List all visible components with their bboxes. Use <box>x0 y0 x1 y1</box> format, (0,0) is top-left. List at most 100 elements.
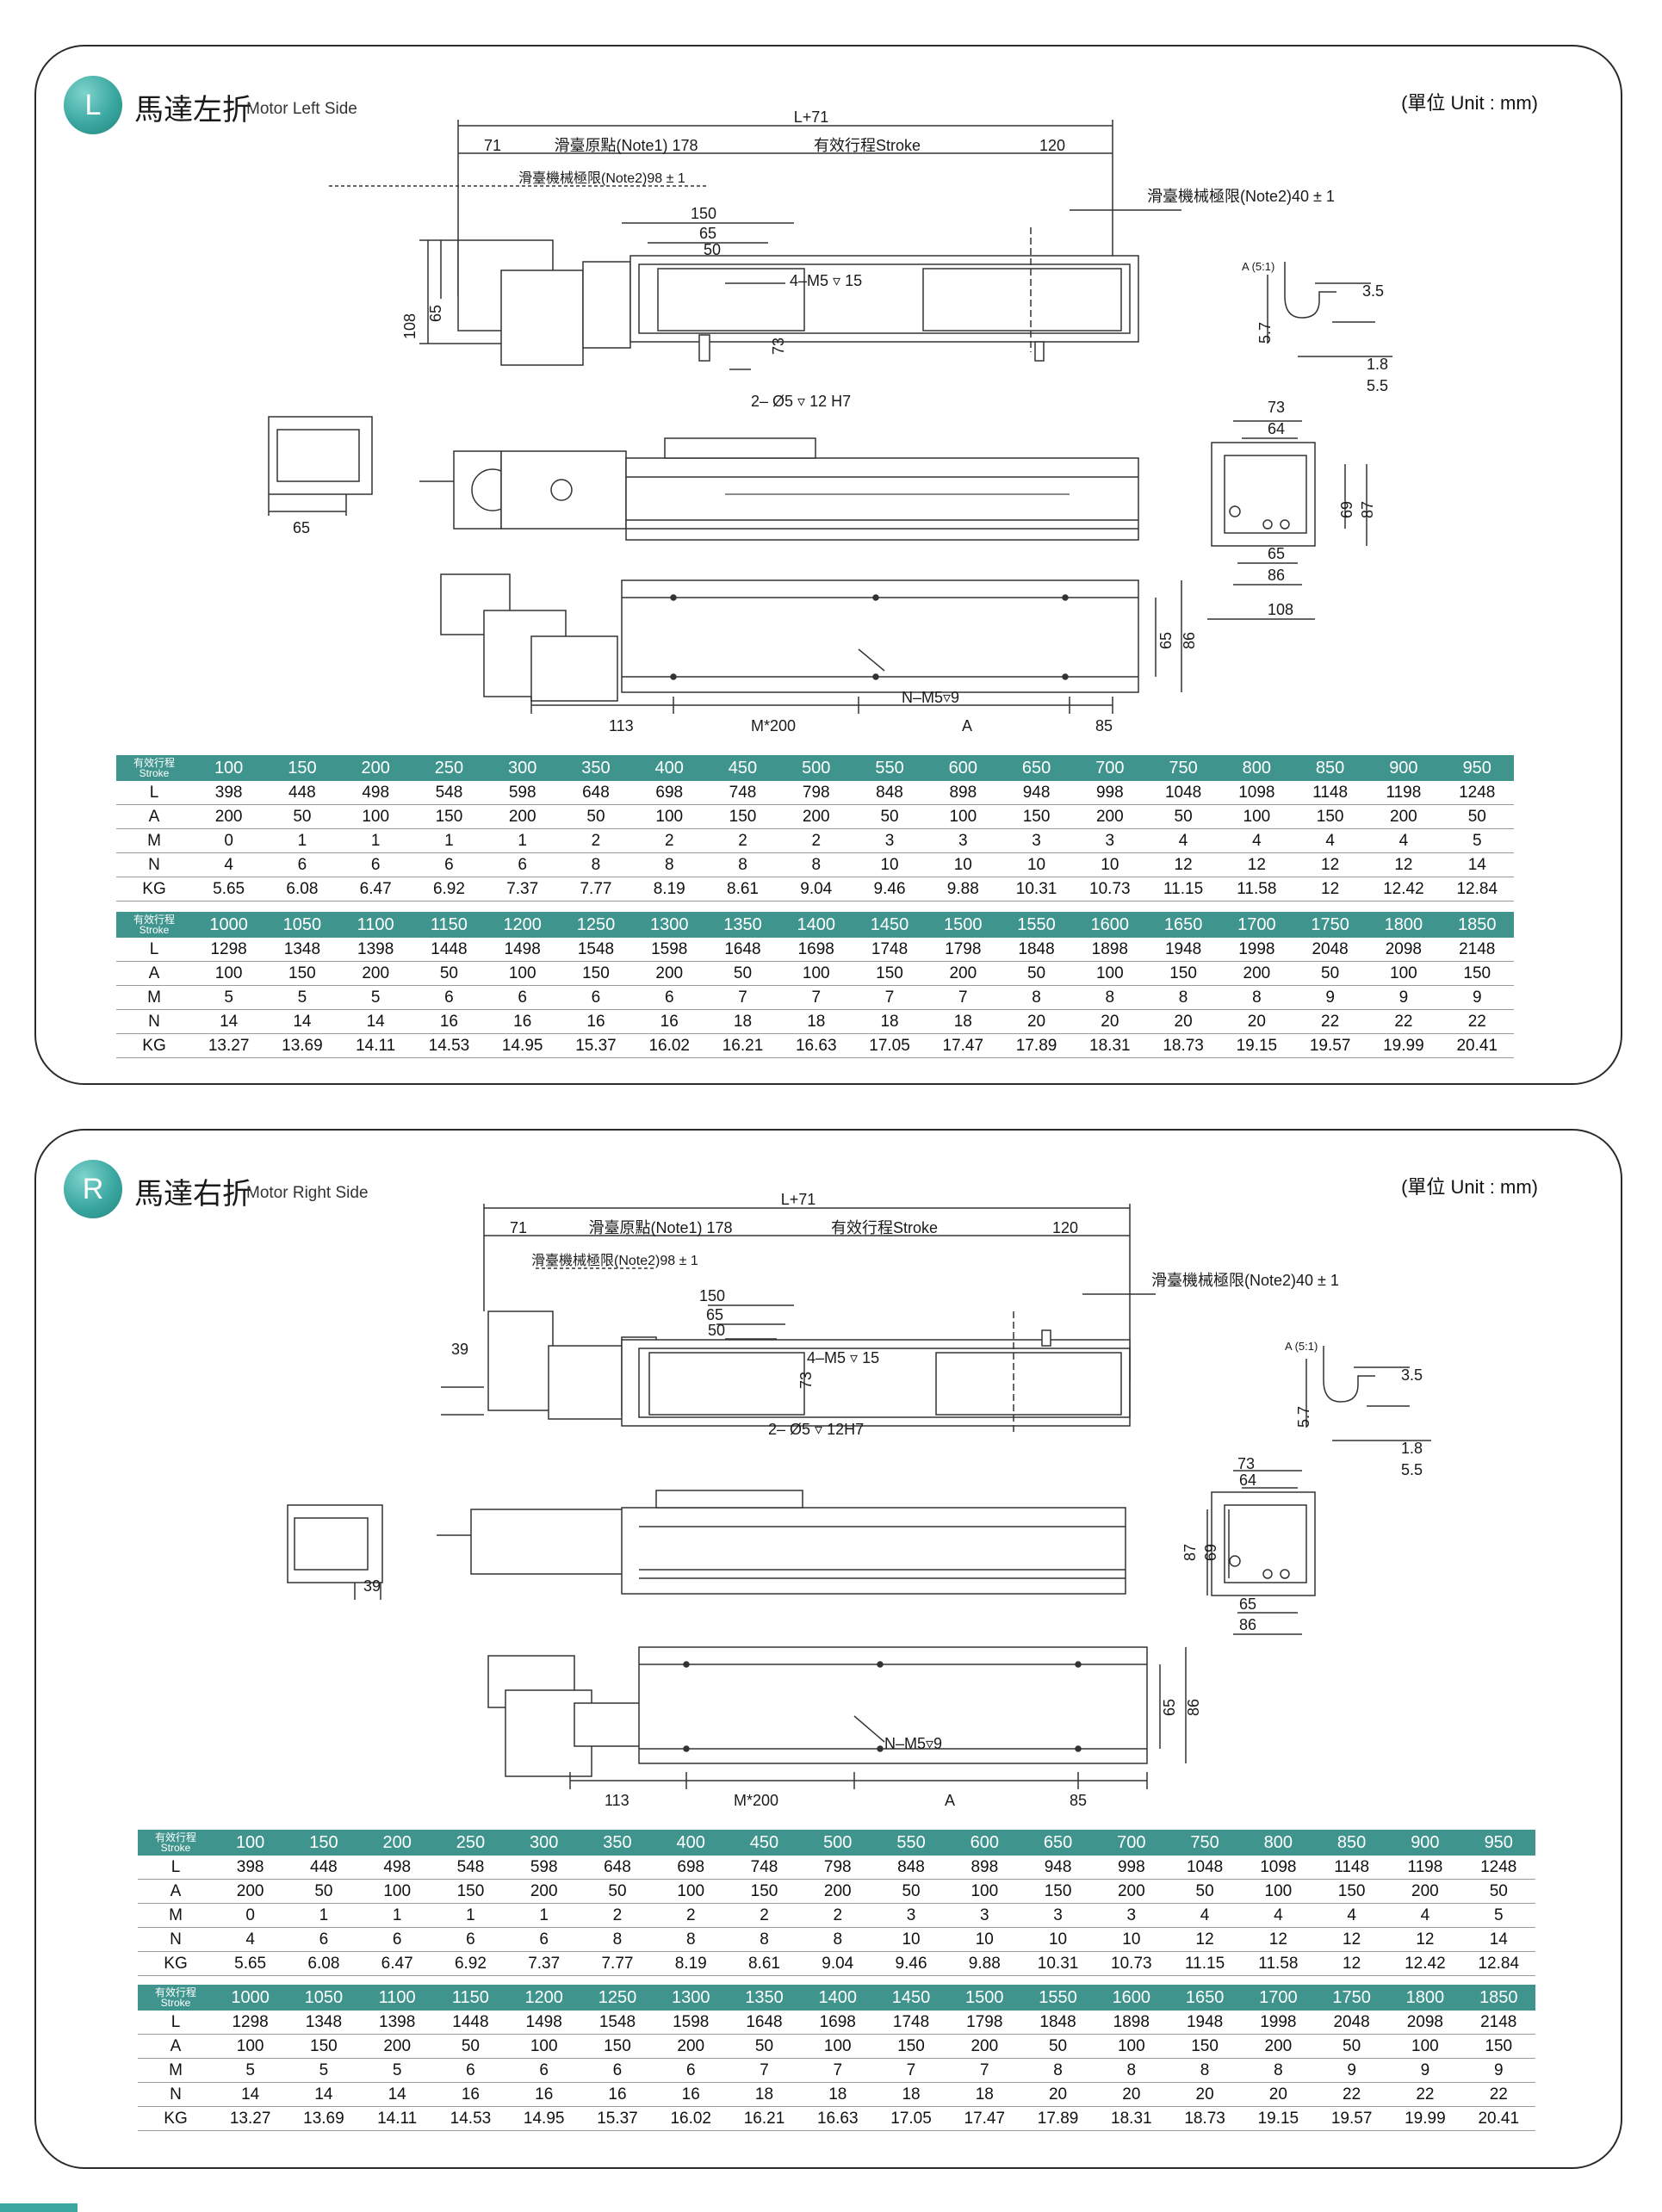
spec-cell: 16.21 <box>727 2106 802 2131</box>
stroke-value: 1150 <box>412 912 487 938</box>
spec-cell: 50 <box>1440 804 1514 829</box>
spec-cell: 8 <box>1146 985 1220 1010</box>
hole-callout: 2– Ø5 ▿ 12H7 <box>768 1421 864 1438</box>
spec-cell: 1798 <box>926 938 1000 962</box>
row-label: L <box>116 781 192 805</box>
spec-cell: 100 <box>1241 1879 1315 1904</box>
spec-cell: 6.08 <box>265 877 339 902</box>
spec-cell: 5 <box>360 2058 434 2083</box>
spec-cell: 9.46 <box>874 1951 948 1976</box>
spec-cell: 150 <box>727 1879 802 1904</box>
spec-cell: 1248 <box>1461 1856 1535 1880</box>
spec-cell: 14 <box>338 1009 412 1034</box>
detail-label: A (5:1) <box>1242 260 1274 273</box>
spec-cell: 648 <box>580 1856 654 1880</box>
spec-cell: 8 <box>632 852 706 877</box>
spec-cell: 9 <box>1461 2058 1535 2083</box>
spec-cell: 16 <box>433 2082 508 2107</box>
spec-cell: 7 <box>727 2058 802 2083</box>
spec-cell: 5.65 <box>192 877 266 902</box>
spec-cell: 498 <box>360 1856 434 1880</box>
stroke-value: 200 <box>360 1830 434 1856</box>
stroke-value: 900 <box>1367 755 1441 781</box>
spec-cell: 4 <box>1367 828 1441 853</box>
spec-cell: 4 <box>1314 1903 1389 1928</box>
spec-cell: 10 <box>1073 852 1147 877</box>
spec-cell: 10 <box>1095 1927 1169 1952</box>
dim-m200: M*200 <box>751 717 796 734</box>
tap-callout: 4–M5 ▿ 15 <box>790 272 862 289</box>
spec-cell: 1198 <box>1388 1856 1462 1880</box>
stroke-value: 600 <box>947 1830 1021 1856</box>
dim-73: 73 <box>770 338 787 355</box>
dim-108: 108 <box>401 313 419 339</box>
spec-cell: 8.61 <box>727 1951 802 1976</box>
spec-cell: 18 <box>947 2082 1021 2107</box>
spec-cell: 14.53 <box>412 1033 487 1058</box>
row-label: L <box>138 2011 214 2035</box>
spec-cell: 8 <box>779 852 853 877</box>
spec-cell: 0 <box>214 1903 288 1928</box>
dim-85: 85 <box>1070 1792 1087 1809</box>
spec-cell: 7.77 <box>580 1951 654 1976</box>
spec-cell: 9.46 <box>853 877 927 902</box>
dim-5-7: 5.7 <box>1256 322 1274 344</box>
spec-cell: 8 <box>559 852 633 877</box>
spec-cell: 150 <box>853 961 927 986</box>
spec-cell: 14.11 <box>338 1033 412 1058</box>
spec-cell: 10 <box>1020 1927 1095 1952</box>
dim-120: 120 <box>1039 137 1065 154</box>
stroke-value: 600 <box>926 755 1000 781</box>
stroke-value: 300 <box>507 1830 581 1856</box>
spec-cell: 200 <box>486 804 560 829</box>
stroke-value: 500 <box>801 1830 875 1856</box>
spec-cell: 1398 <box>360 2011 434 2035</box>
stroke-header-cn: 有效行程 <box>154 1986 196 1998</box>
spec-cell: 1848 <box>999 938 1074 962</box>
spec-cell: 50 <box>1461 1879 1535 1904</box>
spec-cell: 9 <box>1293 985 1367 1010</box>
spec-cell: 1348 <box>287 2011 361 2035</box>
spec-cell: 748 <box>727 1856 802 1880</box>
stroke-header-cn: 有效行程 <box>133 914 175 926</box>
dim-limit-left: 滑臺機械極限(Note2)98 ± 1 <box>531 1253 698 1268</box>
spec-cell: 13.27 <box>214 2106 288 2131</box>
dim-50: 50 <box>708 1322 725 1339</box>
stroke-value: 550 <box>874 1830 948 1856</box>
spec-cell: 2048 <box>1293 938 1367 962</box>
stroke-value: 1550 <box>999 912 1074 938</box>
spec-cell: 8 <box>801 1927 875 1952</box>
spec-cell: 9.88 <box>926 877 1000 902</box>
row-label: M <box>116 828 192 853</box>
stroke-value: 1700 <box>1219 912 1293 938</box>
spec-cell: 6.47 <box>338 877 412 902</box>
row-label: KG <box>138 1951 214 1976</box>
spec-cell: 12 <box>1293 852 1367 877</box>
unit-label: (單位 Unit : mm) <box>1401 92 1538 114</box>
dim-65: 65 <box>706 1306 723 1323</box>
spec-cell: 1098 <box>1219 781 1293 805</box>
dim-1-8: 1.8 <box>1367 356 1388 373</box>
motor-left-drawing: L+71 71 滑臺原點(Note1) 178 有效行程Stroke 120 滑… <box>268 108 1392 734</box>
spec-cell: 10 <box>926 852 1000 877</box>
spec-cell: 798 <box>801 1856 875 1880</box>
spec-cell: 1048 <box>1146 781 1220 805</box>
spec-cell: 5 <box>1440 828 1514 853</box>
section-badge-l: L <box>64 76 122 134</box>
spec-cell: 6 <box>580 2058 654 2083</box>
stroke-value: 650 <box>999 755 1074 781</box>
stroke-value: 1600 <box>1095 1985 1169 2011</box>
spec-cell: 6 <box>486 852 560 877</box>
dim-39: 39 <box>451 1341 468 1358</box>
row-label: N <box>116 852 192 877</box>
dim-origin: 滑臺原點(Note1) 178 <box>588 1219 732 1236</box>
spec-cell: 150 <box>1461 2034 1535 2059</box>
spec-cell: 150 <box>433 1879 508 1904</box>
stroke-value: 1150 <box>433 1985 508 2011</box>
